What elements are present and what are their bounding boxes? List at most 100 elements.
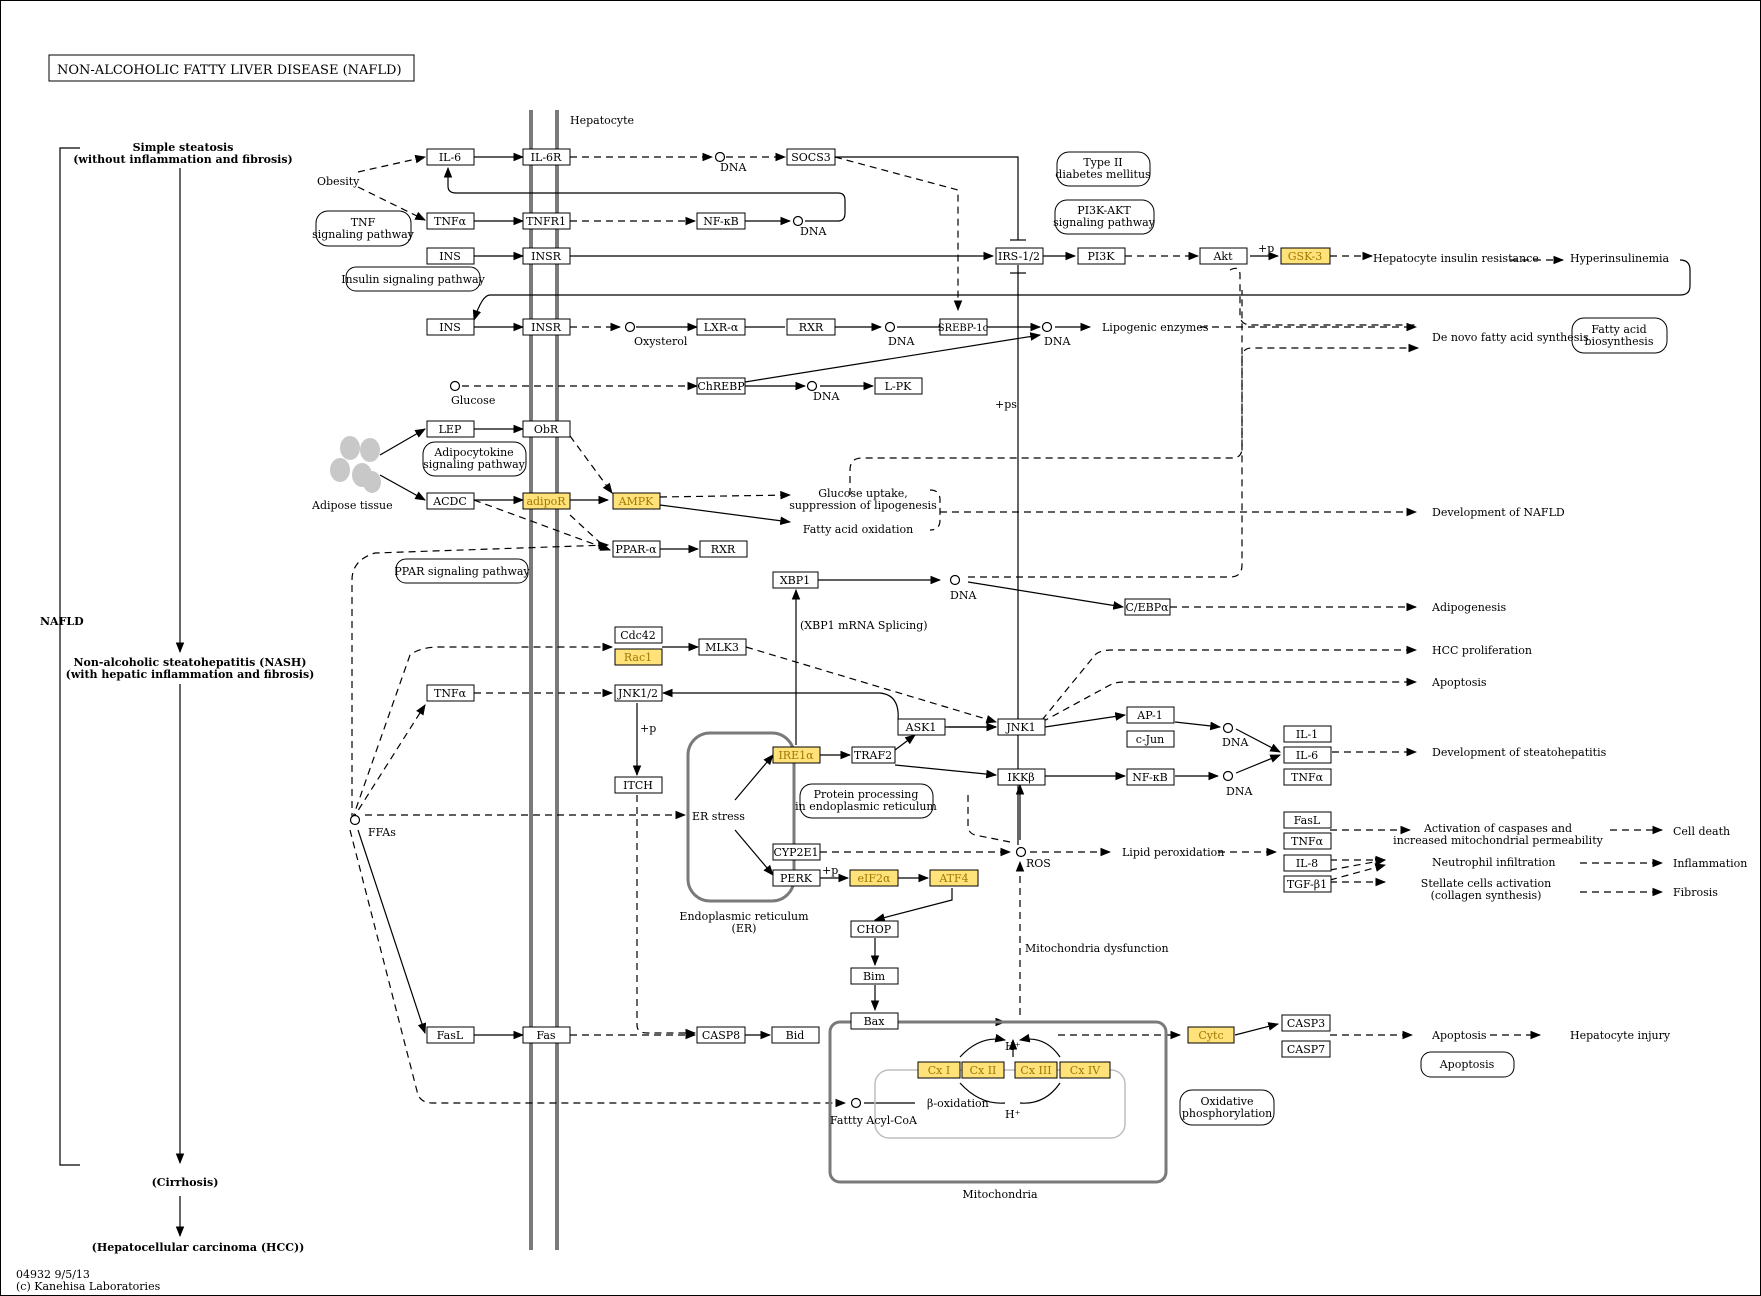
gene-cebpa[interactable]: C/EBPα xyxy=(1124,598,1171,616)
outcome-dev-steato: Development of steatohepatitis xyxy=(1432,746,1607,759)
gene-nfkb-1[interactable]: NF-κB xyxy=(696,212,746,230)
gene-tgfb1[interactable]: TGF-β1 xyxy=(1283,875,1332,893)
gene-ppara[interactable]: PPAR-α xyxy=(612,540,661,558)
gene-nfkb-2[interactable]: NF-κB xyxy=(1126,768,1175,786)
stage-nafld: NAFLD xyxy=(40,615,84,628)
gene-ins-2[interactable]: INS xyxy=(426,318,475,336)
svg-text:AP-1: AP-1 xyxy=(1136,709,1162,722)
gene-cx1[interactable]: Cx I xyxy=(917,1061,961,1079)
gene-jnk1[interactable]: JNK1 xyxy=(997,718,1046,736)
gene-ins-1[interactable]: INS xyxy=(426,247,475,265)
gene-traf2[interactable]: TRAF2 xyxy=(851,746,896,764)
gene-bid[interactable]: Bid xyxy=(771,1026,820,1044)
gene-lxra[interactable]: LXR-α xyxy=(696,318,746,336)
gene-bim[interactable]: Bim xyxy=(850,967,899,985)
gene-jnk12[interactable]: JNK1/2 xyxy=(614,684,663,702)
svg-text:IL-1: IL-1 xyxy=(1296,728,1318,741)
outcome-cell-death: Cell death xyxy=(1673,825,1730,838)
gene-ap1[interactable]: AP-1 xyxy=(1126,706,1175,724)
svg-text:L-PK: L-PK xyxy=(885,380,912,393)
gene-il8[interactable]: IL-8 xyxy=(1283,854,1332,872)
svg-text:Bim: Bim xyxy=(863,970,886,983)
svg-text:CASP3: CASP3 xyxy=(1287,1017,1325,1030)
pathway-link-ppar[interactable]: PPAR signaling pathway xyxy=(394,558,530,584)
gene-cytc[interactable]: Cytc xyxy=(1187,1026,1235,1044)
gene-ampk[interactable]: AMPK xyxy=(612,492,661,510)
gene-fasl-1[interactable]: FasL xyxy=(1283,811,1332,829)
svg-text:LXR-α: LXR-α xyxy=(704,321,739,334)
gene-il1[interactable]: IL-1 xyxy=(1283,725,1332,743)
pathway-link-apoptosis[interactable]: Apoptosis xyxy=(1420,1051,1515,1078)
gene-tnfa-4[interactable]: TNFα xyxy=(1283,832,1332,850)
gene-pi3k[interactable]: PI3K xyxy=(1077,247,1126,265)
gene-tnfa-1[interactable]: TNFα xyxy=(426,212,475,230)
gene-srebp1c[interactable]: SREBP-1c xyxy=(938,318,989,336)
svg-text:INS: INS xyxy=(439,250,461,263)
svg-text:Bax: Bax xyxy=(864,1015,886,1028)
gene-chop[interactable]: CHOP xyxy=(850,920,899,938)
gene-itch[interactable]: ITCH xyxy=(614,776,663,794)
gene-bax[interactable]: Bax xyxy=(850,1012,899,1030)
gene-tnfr1[interactable]: TNFR1 xyxy=(522,212,571,230)
gene-il6-b[interactable]: IL-6 xyxy=(1283,746,1332,764)
gene-cyp2e1[interactable]: CYP2E1 xyxy=(772,843,821,861)
outcome-hep-insulin-res: Hepatocyte insulin resistance xyxy=(1373,252,1539,265)
gene-cdc42[interactable]: Cdc42 xyxy=(614,626,663,644)
gene-perk[interactable]: PERK xyxy=(772,869,821,887)
gene-mlk3[interactable]: MLK3 xyxy=(698,638,747,656)
gene-chrebp[interactable]: ChREBP xyxy=(696,377,746,395)
svg-text:signaling pathway: signaling pathway xyxy=(1053,216,1156,229)
gene-cx3[interactable]: Cx III xyxy=(1014,1061,1058,1079)
gene-cx4[interactable]: Cx IV xyxy=(1059,1061,1111,1079)
gene-il6r[interactable]: IL-6R xyxy=(522,148,571,166)
gene-eif2a[interactable]: eIF2α xyxy=(849,869,899,887)
svg-text:FasL: FasL xyxy=(437,1029,464,1042)
gene-ikkb[interactable]: IKKβ xyxy=(997,768,1046,786)
label-oxysterol: Oxysterol xyxy=(634,335,688,348)
gene-tnfa-2[interactable]: TNFα xyxy=(426,684,475,702)
gene-fas[interactable]: Fas xyxy=(522,1026,571,1044)
gene-casp7[interactable]: CASP7 xyxy=(1281,1040,1331,1058)
label-fatty-acyl: Fattty Acyl-CoA xyxy=(830,1114,918,1127)
gene-lep[interactable]: LEP xyxy=(426,420,475,438)
gene-rxr-2[interactable]: RXR xyxy=(699,540,748,558)
gene-lpk[interactable]: L-PK xyxy=(874,377,923,395)
svg-text:FasL: FasL xyxy=(1294,814,1321,827)
svg-text:Fatty acid: Fatty acid xyxy=(1591,323,1646,336)
gene-insr-1[interactable]: INSR xyxy=(522,247,571,265)
gene-ire1a[interactable]: IRE1α xyxy=(772,746,821,764)
gene-il6[interactable]: IL-6 xyxy=(426,148,475,166)
gene-cjun[interactable]: c-Jun xyxy=(1126,730,1175,748)
svg-text:TGF-β1: TGF-β1 xyxy=(1287,878,1327,891)
gene-atf4[interactable]: ATF4 xyxy=(929,869,979,887)
gene-casp8[interactable]: CASP8 xyxy=(696,1026,746,1044)
gene-tnfa-3[interactable]: TNFα xyxy=(1283,768,1332,786)
gene-socs3[interactable]: SOCS3 xyxy=(786,148,836,166)
gene-insr-2[interactable]: INSR xyxy=(522,318,571,336)
pathway-link-insulin[interactable]: Insulin signaling pathway xyxy=(341,266,486,292)
gene-rac1[interactable]: Rac1 xyxy=(614,648,663,666)
gene-gsk3[interactable]: GSK-3 xyxy=(1280,247,1331,265)
gene-ask1[interactable]: ASK1 xyxy=(897,718,946,736)
svg-text:ASK1: ASK1 xyxy=(905,721,937,734)
gene-akt[interactable]: Akt xyxy=(1199,247,1248,265)
gene-obr[interactable]: ObR xyxy=(522,420,571,438)
gene-irs[interactable]: IRS-1/2 xyxy=(995,247,1044,265)
gene-xbp1[interactable]: XBP1 xyxy=(772,571,819,589)
svg-text:in endoplasmic reticulum: in endoplasmic reticulum xyxy=(795,800,937,813)
gene-adipor[interactable]: adipoR xyxy=(522,492,571,510)
gene-fasl-2[interactable]: FasL xyxy=(426,1026,475,1044)
gene-acdc[interactable]: ACDC xyxy=(426,492,475,510)
outcome-apoptosis-2: Apoptosis xyxy=(1431,1029,1487,1042)
gene-rxr-1[interactable]: RXR xyxy=(786,318,836,336)
gene-cx2[interactable]: Cx II xyxy=(961,1061,1005,1079)
svg-text:ChREBP: ChREBP xyxy=(697,380,745,393)
gene-casp3[interactable]: CASP3 xyxy=(1281,1014,1331,1032)
